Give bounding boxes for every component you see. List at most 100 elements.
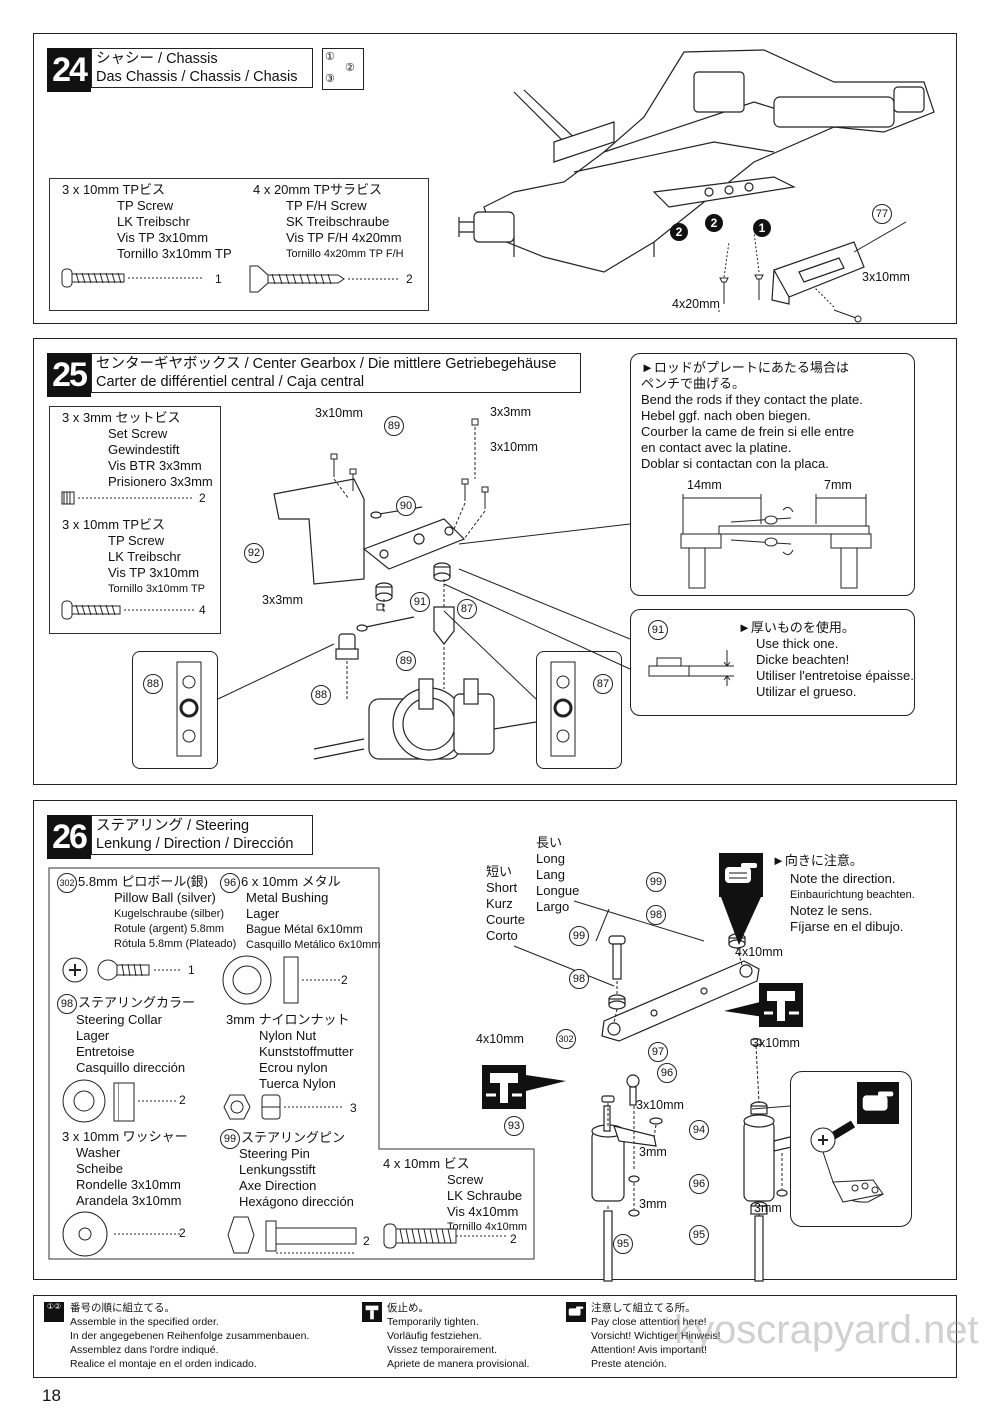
legend-line: Apriete de manera provisional. <box>387 1358 530 1370</box>
chassis-illustration <box>458 49 935 323</box>
part-qty: 1 <box>188 963 195 977</box>
temporary-tighten-icon <box>482 1065 526 1109</box>
note-line: ►ロッドがプレートにあたる場合は <box>641 360 849 375</box>
inset-cam-87: 87 <box>536 651 622 769</box>
part-name: LK Schraube <box>447 1188 523 1203</box>
legend-line: Realice el montaje en el orden indicado. <box>70 1358 257 1370</box>
note-line: Notez le sens. <box>790 903 873 918</box>
screw-4x10-icon <box>383 1223 506 1249</box>
part-name: Tornillo 4x20mm TP F/H <box>286 248 404 260</box>
legend-line: 注意して組立てる所。 <box>591 1302 696 1314</box>
part-name: Scheibe <box>76 1161 123 1176</box>
part-name: Rótula 5.8mm (Plateado) <box>114 938 237 950</box>
note-line: Fíjarse en el dibujo. <box>790 919 904 934</box>
part-98-callout: 98 <box>646 905 666 925</box>
part-94-callout: 94 <box>689 1120 709 1140</box>
order-2-mark: ② <box>345 62 355 74</box>
part-name: Arandela 3x10mm <box>76 1193 182 1208</box>
screw-size-label: 3x10mm <box>315 406 363 420</box>
legend-line: Preste atención. <box>591 1358 667 1370</box>
part-name: Vis TP F/H 4x20mm <box>286 230 402 245</box>
part-89-callout: 89 <box>384 416 404 436</box>
flat-head-screw-4x20-icon <box>249 265 400 293</box>
page-number: 18 <box>42 1386 61 1405</box>
step-title-line2: Lenkung / Direction / Dirección <box>96 836 294 852</box>
note-line: Einbaurichtung beachten. <box>790 889 915 901</box>
temporary-tighten-pointer <box>526 1075 566 1091</box>
thick-spacer-note: 91 ►厚いものを使用。 Use thick one. Dicke beacht… <box>630 609 915 716</box>
inset-cam-88: 88 <box>132 651 218 769</box>
part-87-callout: 87 <box>593 674 613 694</box>
label-line: Largo <box>536 899 570 914</box>
label-line: Long <box>536 851 565 866</box>
part-99-callout: 99 <box>569 926 589 946</box>
part-size: 4 x 10mm ビス <box>383 1156 470 1171</box>
label-line: Longue <box>536 883 580 898</box>
nut-size-label: 3mm <box>639 1197 667 1211</box>
legend-line: Temporarily tighten. <box>387 1316 479 1328</box>
caution-pointing-hand-icon <box>719 853 763 897</box>
part-name: Steering Collar <box>76 1012 162 1027</box>
part-name: Tornillo 3x10mm TP <box>108 583 205 595</box>
part-name: Nylon Nut <box>259 1028 317 1043</box>
note-line: ►厚いものを使用。 <box>738 620 855 635</box>
step-title-line2: Carter de différentiel central / Caja ce… <box>96 374 365 390</box>
part-96-id: 96 <box>220 873 240 893</box>
part-name: Screw <box>447 1172 484 1187</box>
note-line: Hebel ggf. nach oben biegen. <box>641 408 811 423</box>
part-name: Pillow Ball (silver) <box>114 890 216 905</box>
note-line: Utilizar el grueso. <box>756 684 857 699</box>
temporary-tighten-icon <box>759 983 803 1027</box>
set-screw-icon <box>61 491 194 505</box>
note-line: Dicke beachten! <box>756 652 850 667</box>
watermark: kyoscrapyard.net <box>674 1308 979 1352</box>
part-name: Tornillo 4x10mm <box>447 1221 528 1233</box>
screw-size-label: 4x20mm <box>672 297 720 311</box>
part-97-callout: 97 <box>648 1042 668 1062</box>
direction-detail-inset <box>790 1071 912 1227</box>
parts-list-frame <box>48 867 535 1260</box>
part-88-callout: 88 <box>311 685 331 705</box>
screw-size-label: 4x10mm <box>476 1032 524 1046</box>
legend-line: Assemblez dans l'ordre indiqué. <box>70 1344 219 1356</box>
part-size: 6 x 10mm メタル <box>241 874 341 889</box>
part-302-callout: 302 <box>556 1029 576 1049</box>
screw-size-label: 3x10mm <box>862 270 910 284</box>
metal-bushing-icon <box>222 955 340 1005</box>
order-2-badge: 2 <box>670 223 688 241</box>
part-name: Lenkungsstift <box>239 1162 316 1177</box>
step-title: センターギヤボックス / Center Gearbox / Die mittle… <box>91 353 581 393</box>
step-24-panel: 24 シャシー / Chassis Das Chassis / Chassis … <box>33 33 957 324</box>
part-qty: 1 <box>215 272 222 286</box>
part-name: Kugelschraube (silber) <box>114 908 225 920</box>
part-qty: 2 <box>341 973 348 987</box>
step-number: 24 <box>47 48 91 92</box>
part-98-callout: 98 <box>569 969 589 989</box>
tp-screw-3x10-icon <box>61 268 202 288</box>
temporary-tighten-icon <box>362 1302 382 1322</box>
part-size: ステアリングカラー <box>78 995 196 1010</box>
caution-pointing-hand-icon <box>857 1082 899 1124</box>
part-name: Gewindestift <box>108 442 180 457</box>
note-line: ペンチで曲げる。 <box>641 376 746 391</box>
note-line: Note the direction. <box>790 871 896 886</box>
part-size: 3 x 10mm ワッシャー <box>62 1129 188 1144</box>
screw-size-label: 3x3mm <box>262 593 303 607</box>
part-name: TP Screw <box>117 198 174 213</box>
thick-spacer-diagram <box>648 650 734 686</box>
label-line: Courte <box>486 912 526 927</box>
caution-pointer <box>721 897 761 945</box>
part-name: Vis TP 3x10mm <box>117 230 209 245</box>
note-line: Utiliser l'entretoise épaisse. <box>756 668 914 683</box>
part-size: ステアリングピン <box>241 1130 346 1145</box>
hand-icon-glyph <box>725 863 757 883</box>
nut-size-label: 3mm <box>639 1145 667 1159</box>
order-2-badge: 2 <box>705 214 723 232</box>
center-gearbox-illustration <box>273 418 555 761</box>
part-name: Casquillo Metálico 6x10mm <box>246 939 381 951</box>
note-line: ►向きに注意。 <box>772 853 863 868</box>
step-title-line2: Das Chassis / Chassis / Chasis <box>96 69 298 85</box>
step-25-panel: 25 センターギヤボックス / Center Gearbox / Die mit… <box>33 338 957 785</box>
part-name: TP Screw <box>108 533 165 548</box>
part-93-callout: 93 <box>504 1116 524 1136</box>
